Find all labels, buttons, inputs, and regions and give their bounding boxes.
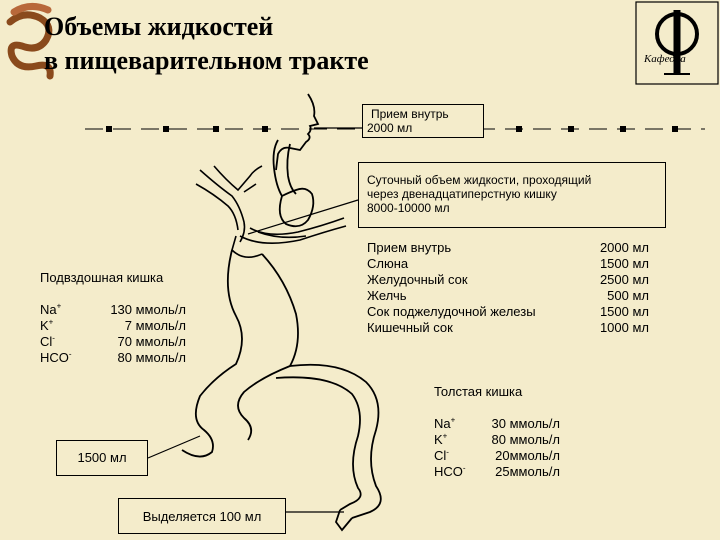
source-value: 2000 мл	[599, 240, 649, 255]
ion-value: 20ммоль/л	[495, 448, 560, 463]
small-intestine	[181, 249, 299, 458]
ion-cell: HCO-	[40, 350, 83, 366]
logo-caption: Кафедра	[643, 53, 686, 65]
source-value: 2500 мл	[599, 272, 649, 287]
source-label: Прием внутрь	[367, 240, 452, 255]
ion-charge: -	[68, 349, 72, 359]
colon-title: Толстая кишка	[434, 384, 523, 399]
source-label: Желудочный сок	[367, 272, 468, 287]
title-line-2: в пищеварительном тракте	[44, 46, 369, 75]
intake-label: Прием внутрь	[371, 107, 449, 121]
daily-volume-line-1: Суточный объем жидкости, проходящий	[367, 173, 592, 187]
ion-cell: K+	[434, 432, 474, 448]
ion-row: K+80 ммоль/л	[434, 432, 560, 448]
ileum-leader	[147, 435, 201, 459]
ion-symbol: HCO	[40, 350, 69, 365]
ion-value: 130 ммоль/л	[110, 302, 186, 317]
ion-symbol: HCO	[434, 464, 463, 479]
title-line-1: Объемы жидкостей	[44, 12, 274, 41]
ion-charge: +	[450, 415, 456, 425]
ion-row: Na+30 ммоль/л	[434, 416, 560, 432]
ion-charge: +	[56, 301, 62, 311]
ion-value: 70 ммоль/л	[117, 334, 186, 349]
source-value: 1500 мл	[599, 304, 649, 319]
ion-symbol: Cl	[40, 334, 53, 349]
intake-box: Прием внутрь 2000 мл	[362, 104, 484, 138]
intake-value: 2000 мл	[367, 121, 413, 135]
ion-row: Cl- 70 ммоль/л	[40, 334, 186, 350]
source-row: Слюна 1500 мл	[367, 256, 649, 272]
ion-cell: K+	[40, 318, 83, 334]
stomach	[278, 187, 315, 228]
ion-value: 7 ммоль/л	[124, 318, 186, 333]
ion-symbol: Na	[434, 416, 451, 431]
source-row: Кишечный сок 1000 мл	[367, 320, 649, 336]
logo: Кафедра	[635, 1, 719, 85]
ileum-volume-box: 1500 мл	[56, 440, 148, 476]
source-row: Прием внутрь 2000 мл	[367, 240, 649, 256]
ion-symbol: K	[40, 318, 49, 333]
ileum-title: Подвздошная кишка	[40, 270, 164, 285]
ion-value: 25ммоль/л	[495, 464, 560, 479]
esophagus	[272, 139, 297, 197]
ion-symbol: Cl	[434, 448, 447, 463]
head-profile	[275, 93, 320, 171]
ion-row: Cl- 20ммоль/л	[434, 448, 560, 464]
ion-value: 80 ммоль/л	[117, 350, 186, 365]
large-intestine	[275, 363, 382, 532]
ion-row: HCO- 80 ммоль/л	[40, 350, 186, 366]
intestine-corner-icon	[6, 3, 54, 80]
duodenum	[231, 217, 347, 258]
daily-volume-line-2: через двенадцатиперстную кишку	[367, 187, 557, 201]
ion-row: K+7 ммоль/л	[40, 318, 186, 334]
ion-value: 30 ммоль/л	[491, 416, 560, 431]
ion-cell: HCO-	[434, 464, 474, 480]
daily-volume-line-3: 8000-10000 мл	[367, 201, 450, 215]
source-value: 500 мл	[607, 288, 649, 303]
source-label: Желчь	[367, 288, 407, 303]
excreted-label: Выделяется 100 мл	[142, 509, 262, 524]
source-row: Желудочный сок 2500 мл	[367, 272, 649, 288]
ion-cell: Cl-	[40, 334, 83, 350]
source-label: Слюна	[367, 256, 409, 271]
page-title: Объемы жидкостей в пищеварительном тракт…	[44, 10, 369, 78]
source-label: Сок поджелудочной железы	[367, 304, 536, 319]
ion-charge: -	[446, 447, 449, 457]
ion-value: 80 ммоль/л	[491, 432, 560, 447]
source-value: 1500 мл	[599, 256, 649, 271]
ion-symbol: Na	[40, 302, 57, 317]
ion-cell: Na+	[40, 302, 83, 318]
ion-row: Na+130 ммоль/л	[40, 302, 186, 318]
daily-volume-box: Суточный объем жидкости, проходящий чере…	[358, 162, 666, 228]
ion-charge: -	[52, 333, 55, 343]
ion-row: HCO- 25ммоль/л	[434, 464, 560, 480]
ion-cell: Cl-	[434, 448, 474, 464]
ion-charge: +	[48, 317, 54, 327]
ion-charge: -	[462, 463, 466, 473]
ion-charge: +	[442, 431, 448, 441]
ion-cell: Na+	[434, 416, 474, 432]
bile-ducts	[195, 165, 263, 243]
source-row: Желчь 500 мл	[367, 288, 649, 304]
source-label: Кишечный сок	[367, 320, 453, 335]
ileum-volume-label: 1500 мл	[77, 450, 127, 465]
duodenum-leader	[247, 199, 359, 235]
ion-symbol: K	[434, 432, 443, 447]
excreted-box: Выделяется 100 мл	[118, 498, 286, 534]
source-row: Сок поджелудочной железы 1500 мл	[367, 304, 649, 320]
source-value: 1000 мл	[599, 320, 649, 335]
